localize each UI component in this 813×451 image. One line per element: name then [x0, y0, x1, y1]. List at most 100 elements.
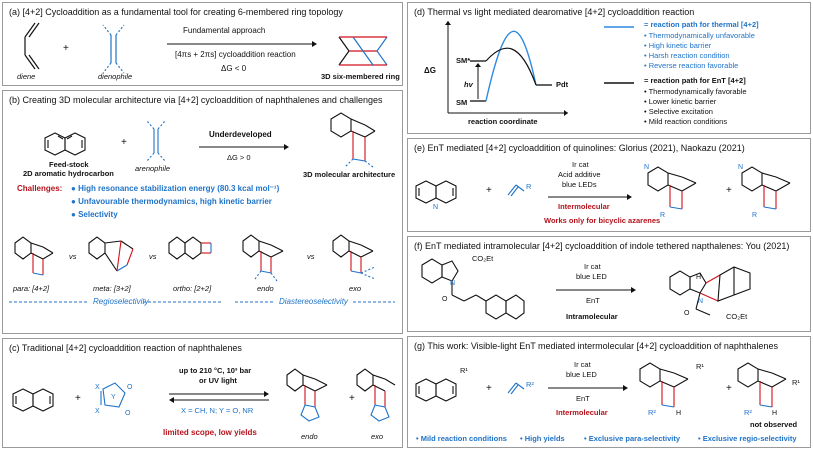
svg-text:O: O	[442, 296, 448, 303]
energy-diagram	[445, 21, 568, 116]
ent-text-1: Lower kinetic barrier	[648, 97, 717, 106]
regio-label: Regioselectivity	[93, 297, 149, 306]
challenge-2: ● Unfavourable thermodynamics, high kine…	[71, 197, 272, 206]
feedstock-desc: 2D aromatic hydrocarbon	[23, 169, 114, 178]
challenge-3: ● Selectivity	[71, 210, 118, 219]
pdt-label: Pdt	[556, 80, 569, 89]
hv-label: hv	[464, 80, 473, 89]
r1-product-g2: R¹	[792, 378, 800, 387]
panel-c-title: (c) Traditional [4+2] cycloaddition reac…	[9, 343, 242, 353]
not-observed: not observed	[750, 420, 798, 429]
para-label: para: [4+2]	[13, 284, 50, 293]
r2-product-g: R²	[648, 408, 656, 417]
diastereo-bracket	[235, 301, 395, 303]
ent-text-3: Mild reaction conditions	[648, 117, 728, 126]
naphthalene-structure	[44, 132, 86, 156]
challenge-3-text: Selectivity	[78, 210, 118, 219]
thermal-item-3: • Reverse reaction favorable	[644, 61, 739, 70]
svg-text:O: O	[127, 384, 133, 391]
co2et-label-f2: CO₂Et	[726, 312, 748, 321]
svg-text:O: O	[125, 410, 131, 417]
dg-label-b: ΔG > 0	[227, 153, 251, 162]
arenophile-label: arenophile	[135, 164, 171, 173]
plus-sign-c: +	[75, 393, 81, 404]
diene-label: diene	[17, 72, 36, 81]
cond-e-3: blue LEDs	[562, 180, 597, 189]
thermal-text-0: Thermodynamically unfavorable	[648, 31, 755, 40]
plus-sign-g2: +	[726, 383, 732, 394]
cond-f-1: Ir cat	[584, 262, 601, 271]
svg-text:X: X	[95, 384, 100, 391]
quinoline-structure: N	[415, 180, 457, 211]
panel-b: (b) Creating 3D molecular architecture v…	[2, 90, 403, 334]
exo-isomer	[332, 234, 376, 280]
meta-label: meta: [3+2]	[93, 284, 131, 293]
ent-head: = reaction path for EnT [4+2]	[644, 76, 746, 85]
challenge-1: ● High resonance stabilization energy (8…	[71, 184, 280, 193]
equilibrium-arrow	[169, 391, 269, 403]
vs-1: vs	[69, 252, 77, 261]
ent-legend-line	[604, 82, 634, 84]
product-f: H N O	[669, 266, 751, 317]
cond-g-3: EnT	[576, 394, 590, 403]
product-g-regio: H	[737, 362, 787, 417]
ent-text-2: Selective excitation	[648, 107, 713, 116]
diastereo-label: Diastereoselectivity	[279, 297, 348, 306]
intermolecular-g: Intermolecular	[556, 408, 608, 417]
cond-c-1: up to 210 °C, 10³ bar	[179, 366, 252, 375]
cond-e-2: Acid additive	[558, 170, 601, 179]
plus-sign-e2: +	[726, 185, 732, 196]
ent-item-1: • Lower kinetic barrier	[644, 97, 717, 106]
panel-e-title: (e) EnT mediated [4+2] cycloaddition of …	[414, 143, 745, 153]
maleic-dienophile: Y X X O O	[95, 382, 133, 417]
regio-bracket	[9, 301, 223, 303]
naphthalene-c	[12, 388, 54, 412]
panel-d-title: (d) Thermal vs light mediated dearomativ…	[414, 7, 695, 17]
thermal-head: = reaction path for thermal [4+2]	[644, 20, 759, 29]
ortho-isomer	[168, 236, 212, 260]
svg-text:X: X	[95, 408, 100, 415]
challenge-1-text: High resonance stabilization energy (80.…	[78, 184, 280, 193]
feature-2: • Exclusive para-selectivity	[584, 434, 681, 443]
arenophile-structure	[146, 120, 166, 162]
product-e-1: N R	[644, 164, 697, 219]
panel-a-title: (a) [4+2] Cycloaddition as a fundamental…	[9, 7, 343, 17]
r2-label-g: R²	[526, 380, 534, 389]
panel-b-title: (b) Creating 3D molecular architecture v…	[9, 95, 383, 105]
thermal-text-3: Reverse reaction favorable	[648, 61, 739, 70]
cond-c-2: or UV light	[199, 376, 237, 385]
vs-2: vs	[149, 252, 157, 261]
azarene-note: Works only for bicyclic azarenes	[544, 216, 661, 225]
dg-axis-label: ΔG	[424, 66, 436, 75]
svg-text:R: R	[660, 212, 665, 219]
product-e-2: N R	[738, 164, 791, 219]
panel-e: (e) EnT mediated [4+2] cycloaddition of …	[407, 138, 811, 232]
dienophile-label: dienophile	[98, 72, 133, 81]
product-label-b: 3D molecular architecture	[303, 170, 396, 179]
plus-sign-g: +	[486, 383, 492, 394]
alkene-e	[507, 184, 525, 197]
panel-c: (c) Traditional [4+2] cycloaddition reac…	[2, 338, 403, 448]
challenge-2-text: Unfavourable thermodynamics, high kineti…	[78, 197, 272, 206]
exo-adduct-c	[356, 368, 396, 422]
approach-label: Fundamental approach	[183, 26, 266, 35]
svg-text:N: N	[698, 298, 703, 305]
product-g-para: H	[639, 362, 689, 417]
indole-tethered-substrate: O N	[421, 258, 525, 320]
panel-g: (g) This work: Visible-light EnT mediate…	[407, 336, 811, 448]
r1-product-g: R¹	[696, 362, 704, 371]
feature-1: • High yields	[520, 434, 565, 443]
meta-isomer	[88, 236, 134, 272]
vs-3: vs	[307, 252, 315, 261]
cond-e-1: Ir cat	[572, 160, 589, 169]
cond-f-3: EnT	[586, 296, 600, 305]
xy-definition: X = CH, N; Y = O, NR	[181, 406, 254, 415]
co2et-label-f1: CO₂Et	[472, 254, 494, 263]
diene-structure	[24, 22, 40, 70]
substituted-naphthalene	[415, 378, 457, 402]
svg-text:R: R	[752, 212, 757, 219]
ortho-label: ortho: [2+2]	[173, 284, 212, 293]
svg-text:H: H	[676, 410, 681, 417]
challenges-label: Challenges:	[17, 184, 63, 193]
svg-text:O: O	[684, 310, 690, 317]
